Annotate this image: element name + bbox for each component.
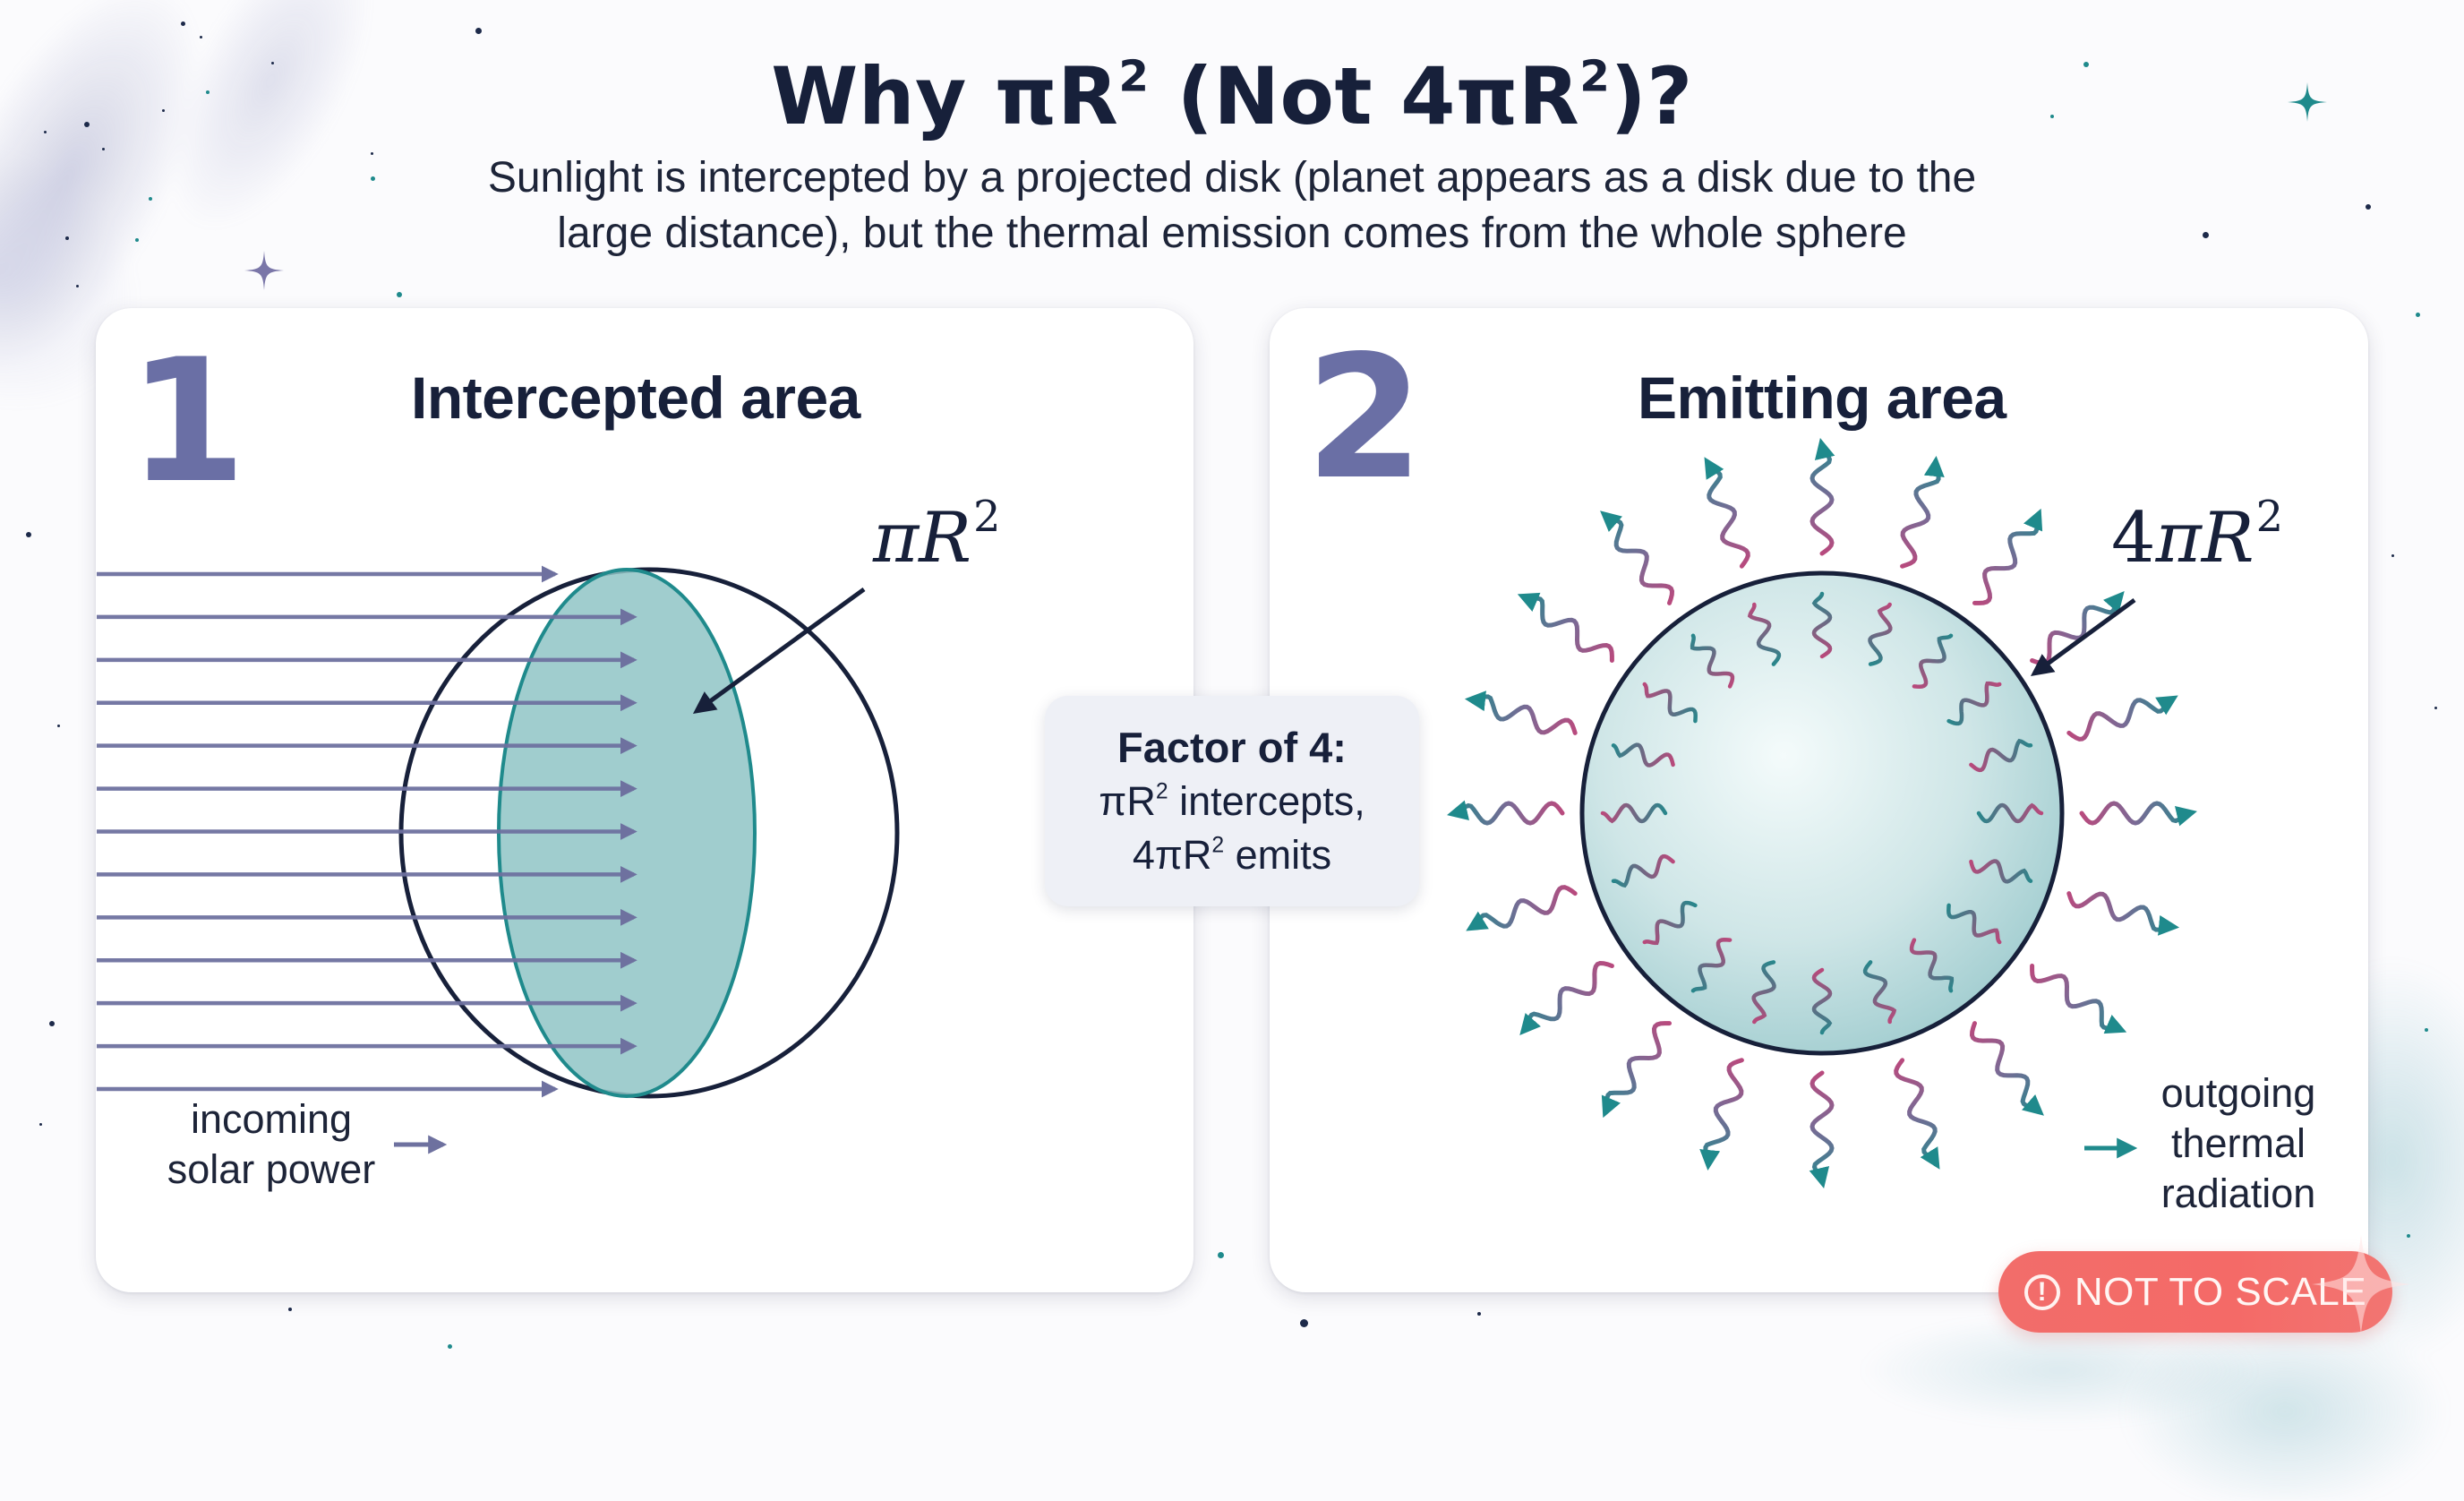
surface-emission-wave [1600, 802, 1668, 824]
surface-emission-wave [1642, 682, 1698, 724]
surface-emission-wave [1862, 960, 1897, 1025]
step-number-2: 2 [1305, 319, 1424, 517]
surface-emission-wave [1642, 900, 1698, 946]
page-subtitle: Sunlight is intercepted by a projected d… [0, 150, 2464, 262]
radiation-wave-arrow [1900, 455, 1945, 569]
radiation-wave-arrow [2030, 591, 2125, 666]
factor-line-2: 4πR2 emits [1132, 832, 1332, 878]
pi-r-squared-label: πR2 [873, 492, 1001, 579]
exclamation-circle-icon: ! [2023, 1274, 2060, 1310]
surface-emission-wave [1751, 960, 1776, 1025]
surface-emission-wave [1611, 853, 1675, 888]
four-pi-r-squared-label: 4πR2 [2111, 492, 2284, 579]
radiation-wave-arrow [1894, 1058, 1940, 1170]
radiation-wave-arrow [1447, 800, 1565, 826]
radiation-wave-arrow [1600, 510, 1675, 605]
radiation-wave-arrow [1810, 438, 1835, 556]
surface-emission-wave [1690, 633, 1735, 689]
not-to-scale-badge: ! NOT TO SCALE [1998, 1235, 2410, 1334]
radiation-wave-arrow [2066, 891, 2180, 936]
planet-sphere [1579, 570, 2065, 1056]
solar-ray-arrows [97, 565, 637, 1098]
page-title: Why πR2 (Not 4πR2)? [771, 50, 1693, 142]
factor-title: Factor of 4: [1117, 724, 1347, 771]
disk-pointer-arrow [692, 587, 866, 714]
surface-emission-wave [1811, 591, 1833, 659]
radiation-wave-arrow [1519, 960, 1614, 1035]
emitting-area-title: Emitting area [1638, 365, 2006, 431]
diagram-canvas [97, 438, 2197, 1188]
sparkle-icon [2312, 1235, 2410, 1334]
radiation-wave-arrow [2030, 964, 2127, 1034]
outgoing-radiation-waves [1447, 438, 2197, 1188]
surface-emission-wave [1946, 903, 2002, 945]
incoming-solar-power-label: incoming solar power [167, 1096, 376, 1192]
surface-emission-waves [1600, 591, 2044, 1035]
intercepted-area-title: Intercepted area [411, 365, 860, 431]
radiation-wave-arrow [1466, 885, 1578, 931]
radiation-wave-arrow [1704, 457, 1750, 569]
radiation-wave-arrow [1972, 508, 2043, 605]
surface-emission-wave [1909, 938, 1955, 993]
radiation-wave-arrow [2066, 695, 2178, 742]
step-number-1: 1 [128, 322, 247, 520]
surface-emission-wave [1946, 681, 2002, 726]
radiation-wave-arrow [1969, 1021, 2044, 1116]
radiation-wave-arrow [1809, 1070, 1835, 1188]
surface-emission-wave [1912, 633, 1954, 689]
subtitle-line-2: large distance), but the thermal emissio… [557, 210, 1907, 257]
surface-emission-wave [1868, 602, 1893, 666]
surface-emission-wave [1969, 738, 2033, 773]
surface-emission-wave [1747, 602, 1782, 666]
badge-label: NOT TO SCALE [2074, 1269, 2367, 1314]
outgoing-thermal-radiation-label: outgoing thermal radiation [2160, 1070, 2316, 1216]
radiation-wave-arrow [1464, 690, 1578, 735]
surface-emission-wave [1690, 938, 1732, 993]
radiation-wave-arrow [1601, 1021, 1672, 1119]
radiation-wave-arrow [2079, 801, 2197, 827]
radiation-wave-arrow [1517, 592, 1614, 663]
subtitle-line-1: Sunlight is intercepted by a projected d… [487, 154, 1977, 202]
factor-of-four-callout: Factor of 4: πR2 intercepts, 4πR2 emits [1045, 696, 1419, 906]
surface-emission-wave [1976, 802, 2044, 824]
surface-emission-wave [1611, 742, 1675, 768]
factor-line-1: πR2 intercepts, [1099, 778, 1365, 824]
sphere-pointer-arrow [2030, 597, 2136, 676]
radiation-wave-arrow [1699, 1058, 1744, 1171]
surface-emission-wave [1969, 859, 2033, 884]
surface-emission-wave [1811, 967, 1833, 1035]
